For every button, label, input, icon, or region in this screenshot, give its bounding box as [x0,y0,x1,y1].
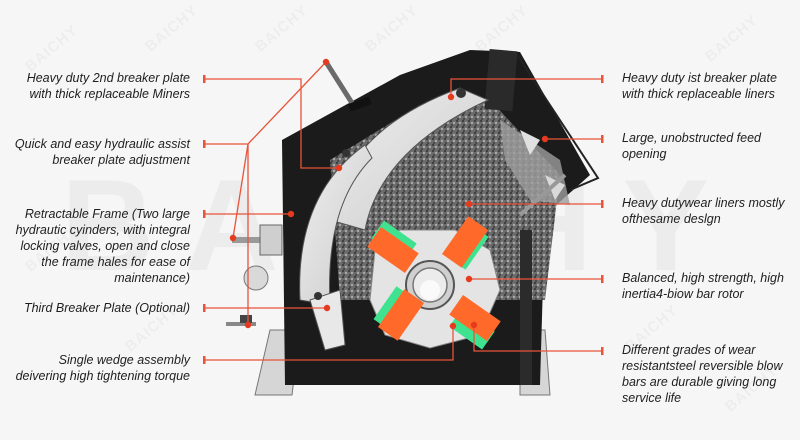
callout-dot [322,58,330,66]
callout-third-breaker-plate: Third Breaker Plate (Optional) [23,301,190,315]
callout-dot [470,321,478,329]
callout-1st-breaker-plate: Heavy duty ist breaker plate with thick … [622,71,777,101]
callout-dot [449,322,457,330]
blow-bar [441,216,489,270]
callout-dot [323,304,331,312]
blow-bar [449,294,501,350]
callout-feed-opening: Large, unobstructed feed opening [622,131,761,161]
callout-dot [287,210,295,218]
callout-dot [229,234,237,242]
callout-hydraulic-adjustment: Quick and easy hydraulic assist breaker … [14,137,190,167]
blow-bar [373,286,425,341]
callout-dot [447,93,455,101]
callout-dot [541,135,549,143]
callout-blow-bars: Different grades of wear resistantsteel … [622,343,783,405]
callout-dot [244,321,252,329]
blow-bar [367,220,419,274]
callout-retractable-frame: Retractable Frame (Two large hydrautic c… [15,207,190,285]
callout-dot [465,275,473,283]
callout-rotor: Balanced, high strength, high inertia4-b… [622,271,784,301]
callout-2nd-breaker-plate: Heavy duty 2nd breaker plate with thick … [26,71,190,101]
callout-wedge-assembly: Single wedge assembly deivering high tig… [15,353,190,383]
callout-dot [335,164,343,172]
callout-wear-liners: Heavy dutywear liners mostly ofthesame d… [622,196,785,226]
callout-dot [465,200,473,208]
